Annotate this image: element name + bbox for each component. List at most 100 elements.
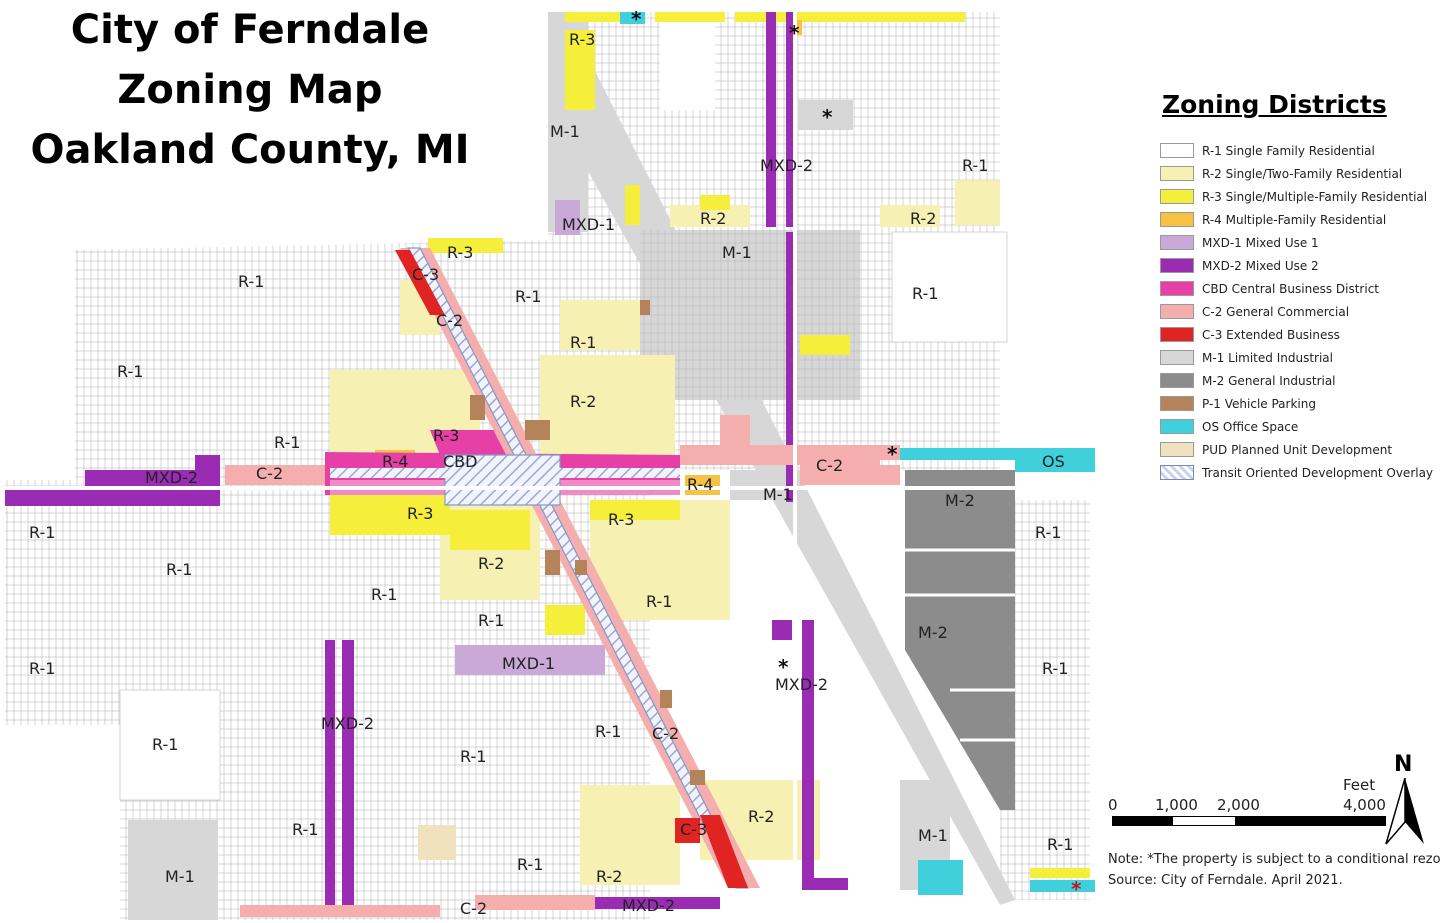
m2-industrial-zone [905, 470, 1015, 810]
asterisk-icon: * [887, 442, 898, 466]
zone-label: M-1 [165, 867, 195, 886]
zone-label: R-1 [29, 523, 55, 542]
zone-label: R-4 [687, 475, 713, 494]
source-note: Source: City of Ferndale. April 2021. [1108, 873, 1343, 888]
zone-label: R-2 [748, 807, 774, 826]
c3-zones [395, 250, 748, 888]
zoning-legend: Zoning Districts R-1 Single Family Resid… [1160, 90, 1445, 484]
legend-item: R-3 Single/Multiple-Family Residential [1160, 185, 1445, 208]
mxd1-zones [455, 200, 605, 675]
legend-item: MXD-1 Mixed Use 1 [1160, 231, 1445, 254]
c2-zones [225, 415, 900, 917]
zone-label: R-1 [1042, 659, 1068, 678]
zone-label: C-2 [256, 464, 283, 483]
zone-label: R-1 [371, 585, 397, 604]
zone-label: R-1 [570, 333, 596, 352]
legend-label: R-4 Multiple-Family Residential [1202, 212, 1387, 227]
zone-label: R-2 [910, 209, 936, 228]
legend-item: M-2 General Industrial [1160, 369, 1445, 392]
zone-label: R-2 [570, 392, 596, 411]
legend-item: C-3 Extended Business [1160, 323, 1445, 346]
legend-label: P-1 Vehicle Parking [1202, 396, 1316, 411]
zone-label: C-2 [652, 724, 679, 743]
zone-label: R-1 [238, 272, 264, 291]
legend-swatch [1160, 350, 1194, 365]
zone-label: C-3 [680, 820, 707, 839]
legend-swatch [1160, 166, 1194, 181]
legend-swatch [1160, 235, 1194, 250]
legend-label: CBD Central Business District [1202, 281, 1380, 296]
zone-label: R-1 [166, 560, 192, 579]
zone-label: C-2 [460, 899, 487, 918]
zone-label: R-3 [433, 426, 459, 445]
zone-label: C-2 [436, 311, 463, 330]
legend-item: R-2 Single/Two-Family Residential [1160, 162, 1445, 185]
legend-swatch [1160, 327, 1194, 342]
asterisk-icon: * [1071, 877, 1082, 901]
legend-title: Zoning Districts [1162, 90, 1387, 119]
scale-unit: Feet [1343, 776, 1376, 794]
zone-label: R-3 [447, 243, 473, 262]
scale-bar: Feet 0 1,000 2,000 4,000 [1105, 776, 1395, 831]
legend-label: MXD-1 Mixed Use 1 [1202, 235, 1319, 250]
mxd2-zones [5, 12, 848, 910]
zone-label: R-1 [912, 284, 938, 303]
map-notes: Note: *The property is subject to a cond… [1108, 849, 1445, 891]
legend-item: Transit Oriented Development Overlay [1160, 461, 1445, 484]
conditional-rezoning-note: Note: *The property is subject to a cond… [1108, 852, 1441, 867]
zone-label: MXD-2 [321, 714, 374, 733]
scale-tick: 0 [1108, 796, 1118, 814]
legend-swatch [1160, 396, 1194, 411]
north-arrow-icon [1385, 778, 1424, 845]
zone-label: M-1 [550, 122, 580, 141]
legend-label: C-2 General Commercial [1202, 304, 1350, 319]
zone-label: R-1 [1047, 835, 1073, 854]
conditional-rezoning-markers: * * * * * * [631, 7, 1082, 901]
zone-label: MXD-2 [145, 468, 198, 487]
zone-label: OS [1042, 452, 1065, 471]
zone-label: MXD-1 [562, 215, 615, 234]
legend-item: M-1 Limited Industrial [1160, 346, 1445, 369]
zone-label: C-2 [816, 456, 843, 475]
legend-swatch [1160, 143, 1194, 158]
zone-label: MXD-2 [622, 896, 675, 915]
zone-label: C-3 [412, 265, 439, 284]
zone-label: MXD-2 [775, 675, 828, 694]
legend-label: MXD-2 Mixed Use 2 [1202, 258, 1319, 273]
legend-label: OS Office Space [1202, 419, 1299, 434]
title-line-1: City of Ferndale [70, 7, 430, 53]
scale-bar-graphic [1112, 816, 1386, 826]
zone-label: R-2 [700, 209, 726, 228]
zone-label: M-1 [918, 826, 948, 845]
zone-label: R-1 [515, 287, 541, 306]
zone-labels: R-3 M-1 MXD-2 R-1 R-2 R-2 MXD-1 M-1 R-1 … [29, 30, 1073, 918]
zone-label: CBD [443, 452, 477, 471]
legend-swatch [1160, 189, 1194, 204]
legend-swatch [1160, 419, 1194, 434]
north-arrow: N [1382, 752, 1428, 848]
zone-label: R-3 [407, 504, 433, 523]
legend-label: Transit Oriented Development Overlay [1202, 465, 1434, 480]
p1-parking-zones [470, 300, 705, 785]
legend-item: MXD-2 Mixed Use 2 [1160, 254, 1445, 277]
legend-item: R-1 Single Family Residential [1160, 139, 1445, 162]
zone-label: R-3 [569, 30, 595, 49]
asterisk-icon: * [789, 21, 800, 45]
legend-swatch [1160, 258, 1194, 273]
zone-label: M-2 [945, 491, 975, 510]
zone-label: MXD-1 [502, 654, 555, 673]
scale-tick: 4,000 [1343, 796, 1386, 814]
zone-label: R-1 [646, 592, 672, 611]
asterisk-icon: * [631, 7, 642, 31]
legend-item: R-4 Multiple-Family Residential [1160, 208, 1445, 231]
zone-label: R-2 [478, 554, 504, 573]
asterisk-icon: * [778, 655, 789, 679]
legend-swatch [1160, 281, 1194, 296]
major-roads [0, 12, 1100, 900]
legend-item: C-2 General Commercial [1160, 300, 1445, 323]
zone-label: R-2 [596, 867, 622, 886]
title-line-2: Zoning Map [117, 67, 383, 113]
zone-label: R-1 [595, 722, 621, 741]
zone-label: M-2 [918, 623, 948, 642]
